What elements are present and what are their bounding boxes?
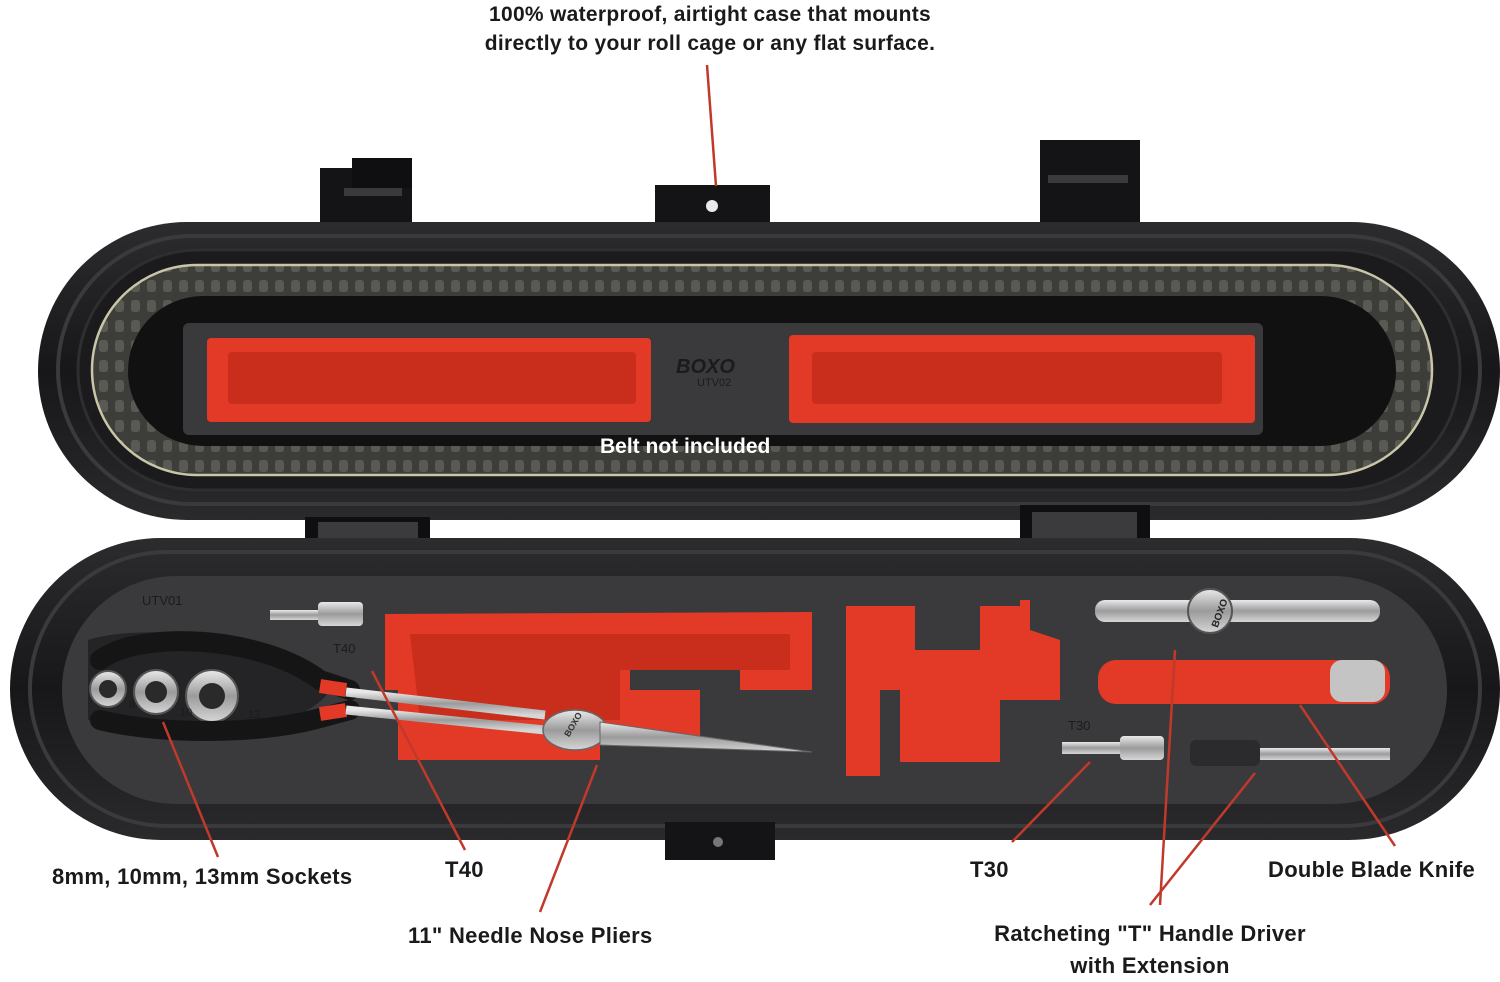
t40-bit: T40 [270,602,363,656]
leader-lines [161,64,1397,913]
driver-callout-line1: Ratcheting "T" Handle Driver [994,921,1306,946]
lid-latch-right [1040,140,1140,238]
case-callout-line1: 100% waterproof, airtight case that moun… [488,3,932,26]
driver-callout-line2: with Extension [1070,953,1230,978]
t40-case-label: T40 [333,641,355,656]
socket-10-label: 10 [180,707,192,719]
lid-model-label: UTV02 [697,377,731,389]
socket-13-label: 13 [248,709,260,721]
driver-callout: Ratcheting "T" Handle Driver with Extens… [960,918,1340,982]
knife-callout: Double Blade Knife [1268,857,1476,882]
needle-nose-pliers: BOXO [90,631,813,753]
ratcheting-t-handle-driver: BOXO [1095,588,1390,766]
sockets-callout: 8mm, 10mm, 13mm Sockets [52,864,353,889]
base-foam-cutout-right [846,600,1060,776]
belt-note: Belt not included [600,435,770,458]
t40-callout: T40 [445,857,484,882]
socket-8-label: 8 [129,699,135,711]
t30-case-label: T30 [1068,718,1090,733]
double-blade-knife [1098,660,1390,704]
base-model-label: UTV01 [142,593,182,608]
t30-callout: T30 [970,857,1009,882]
t30-bit: T30 [1062,718,1164,760]
case-callout-line2: directly to your roll cage or any flat s… [484,32,936,55]
case-callout: 100% waterproof, airtight case that moun… [430,0,990,58]
lid-brand-logo: BOXO [676,356,735,378]
pliers-callout: 11" Needle Nose Pliers [408,923,653,948]
base-latch [665,822,775,860]
